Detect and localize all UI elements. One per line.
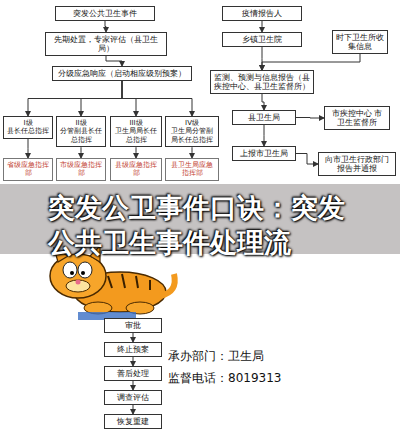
box-text: 善后处理	[108, 369, 158, 378]
flow-arrow	[106, 56, 122, 66]
flow-arrow	[133, 405, 134, 414]
box-text: 疫情报告人	[226, 9, 298, 18]
box-text: 乡镇卫生院	[226, 35, 298, 44]
process-box: 乡镇卫生院	[222, 32, 302, 47]
box-text: 时下卫生所收集信息	[336, 33, 384, 51]
flow-arrow	[28, 139, 29, 158]
flow-arrow	[192, 147, 193, 158]
flow-arrow	[105, 21, 106, 32]
flow-arrow	[81, 81, 122, 116]
process-box: 恢复重建	[104, 414, 162, 429]
box-text: 省级应急指挥部	[7, 161, 49, 178]
box-text: 向市卫生行政部门报告并通报	[322, 155, 392, 173]
box-text: IV级	[169, 119, 215, 127]
process-box: 调查评估	[104, 390, 162, 405]
box-text: III级	[114, 119, 158, 127]
process-box: 分级应急响应（启动相应级别预案）	[52, 66, 192, 81]
box-text: 恢复重建	[108, 417, 158, 426]
flow-arrow	[133, 357, 134, 366]
box-text: 县级应急指挥部	[114, 161, 158, 178]
flow-arrow	[81, 147, 82, 158]
flow-arrow	[264, 125, 265, 146]
box-text: 市疾控中心 市卫生监督所	[328, 109, 386, 127]
process-box: I级县长任总指挥	[3, 116, 53, 139]
flow-arrow	[262, 54, 360, 70]
box-text: 上报市卫生局	[236, 149, 292, 158]
flow-arrow	[296, 154, 318, 165]
box-text: II级	[60, 119, 102, 127]
process-box: IV级卫生局分管副局长任总指挥	[165, 116, 219, 147]
box-text: 市级应急指挥部	[60, 161, 102, 178]
box-text: 县卫生局应急指挥部	[169, 161, 215, 178]
box-text: 先期处置，专家评估（县卫生局）	[49, 35, 163, 53]
process-box: II级分管副县长任总指挥	[56, 116, 106, 147]
process-box: 县卫生局	[232, 110, 296, 125]
flow-arrow	[262, 94, 264, 110]
box-text: 监测、预测与信息报告（县疾控中心、县卫生监督所）	[214, 73, 310, 91]
process-box: 终止预案	[104, 342, 162, 357]
flow-arrow	[133, 333, 134, 342]
box-text: 调查评估	[108, 393, 158, 402]
note-label: 承办部门：卫生局	[168, 348, 264, 365]
process-box: 向市卫生行政部门报告并通报	[318, 152, 396, 176]
process-box: 先期处置，专家评估（县卫生局）	[45, 32, 167, 56]
note-label: 监督电话：8019313	[168, 370, 281, 387]
box-text: 卫生局分管副局长任总指挥	[169, 127, 215, 144]
overlay-title: 突发公卫事件口诀：突发公共卫生事件处理流	[48, 190, 352, 260]
flow-arrow	[296, 117, 324, 119]
process-box: 县级应急指挥部	[110, 158, 162, 181]
box-text: 分管副县长任总指挥	[60, 127, 102, 144]
process-box: 市级应急指挥部	[56, 158, 106, 181]
process-box: 善后处理	[104, 366, 162, 381]
process-box: 上报市卫生局	[232, 146, 296, 161]
box-text: 县长任总指挥	[7, 127, 49, 135]
box-text: 卫生局局长任总指挥	[114, 127, 158, 144]
process-box: 时下卫生所收集信息	[332, 30, 388, 54]
box-text: 县卫生局	[236, 113, 292, 122]
box-text: 分级应急响应（启动相应级别预案）	[56, 69, 188, 78]
flow-arrow	[122, 81, 192, 116]
box-text: I级	[7, 119, 49, 127]
process-box: 市疾控中心 市卫生监督所	[324, 106, 390, 130]
flow-arrow	[136, 147, 137, 158]
process-box: III级卫生局局长任总指挥	[110, 116, 162, 147]
flow-arrow	[262, 21, 263, 32]
process-box: 审批	[104, 318, 162, 333]
process-box: 监测、预测与信息报告（县疾控中心、县卫生监督所）	[210, 70, 314, 94]
process-box: 县卫生局应急指挥部	[165, 158, 219, 181]
process-box: 省级应急指挥部	[3, 158, 53, 181]
box-text: 突发公共卫生事件	[59, 9, 151, 18]
box-text: 审批	[108, 321, 158, 330]
process-box: 疫情报告人	[222, 6, 302, 21]
flow-arrow	[28, 81, 122, 116]
box-text: 终止预案	[108, 345, 158, 354]
process-box: 突发公共卫生事件	[55, 6, 155, 21]
flow-arrow	[133, 381, 134, 390]
